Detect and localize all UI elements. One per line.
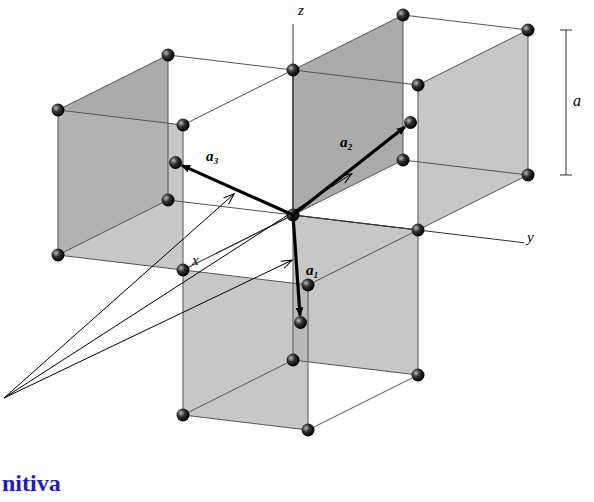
pointer-arrow xyxy=(4,194,234,398)
vector-label: a₃ xyxy=(206,148,219,165)
cube-face xyxy=(183,270,308,430)
axis-label: x xyxy=(192,252,199,269)
cube-edge xyxy=(308,285,309,430)
cube-face xyxy=(418,30,528,230)
atom xyxy=(177,119,190,132)
pointer-arrow xyxy=(4,260,292,398)
atom xyxy=(52,249,65,262)
cube-edge xyxy=(308,375,418,430)
cube-edge xyxy=(293,360,418,375)
vector-label: a₂ xyxy=(340,134,353,151)
cube-edge xyxy=(418,30,528,85)
cube-edge xyxy=(418,85,419,230)
x-axis xyxy=(216,215,293,254)
cube-edge xyxy=(403,160,528,175)
atom xyxy=(404,116,417,129)
cube-face xyxy=(293,215,418,375)
atom xyxy=(397,9,410,22)
atom xyxy=(302,279,315,292)
primitive-vector xyxy=(293,127,405,215)
y-axis xyxy=(293,215,524,243)
axis-label: z xyxy=(298,2,304,19)
atom xyxy=(294,316,307,329)
cube-edge xyxy=(58,110,183,125)
atom xyxy=(522,169,535,182)
caption-fragment: nitiva xyxy=(2,470,61,497)
cube-edge xyxy=(183,215,293,270)
cube-edge xyxy=(168,55,293,70)
cube-edge xyxy=(58,200,168,255)
cube-edge xyxy=(528,30,529,175)
dimension-label: a xyxy=(573,92,581,110)
dimension-line xyxy=(566,30,567,175)
cube-edge xyxy=(308,230,418,285)
cube-edge xyxy=(183,70,293,125)
cube-edge xyxy=(58,110,59,255)
z-axis xyxy=(293,24,294,215)
dimension-tick xyxy=(560,175,572,176)
primitive-vector xyxy=(182,165,293,215)
cube-face xyxy=(293,15,403,215)
cube-edge xyxy=(403,15,404,160)
atom xyxy=(162,49,175,62)
cube-edge xyxy=(58,255,183,270)
cube-edge xyxy=(403,15,528,30)
dimension-tick xyxy=(560,30,572,31)
cube-edge xyxy=(293,15,403,70)
atom xyxy=(412,369,425,382)
cube-edge xyxy=(58,55,168,110)
cube-edge xyxy=(183,270,184,415)
axis-label: y xyxy=(527,229,534,246)
vector-label: a₁ xyxy=(306,262,319,279)
atom xyxy=(412,224,425,237)
cube-edge xyxy=(183,125,184,270)
atom xyxy=(302,424,315,437)
atom xyxy=(52,104,65,117)
atom xyxy=(169,156,182,169)
atom xyxy=(177,264,190,277)
pointer-arrow xyxy=(4,174,352,398)
atom xyxy=(397,154,410,167)
atom xyxy=(522,24,535,37)
atom xyxy=(412,79,425,92)
cube-edge xyxy=(293,70,418,85)
cube-edge xyxy=(168,55,169,200)
cube-edge xyxy=(183,215,293,270)
cube-edge xyxy=(418,175,528,230)
atom xyxy=(177,409,190,422)
atom xyxy=(287,354,300,367)
cube-edge xyxy=(183,360,293,415)
cube-edge xyxy=(183,415,308,430)
atom xyxy=(162,194,175,207)
atom xyxy=(287,64,300,77)
primitive-vector xyxy=(293,215,300,316)
cube-edge xyxy=(293,160,403,215)
cube-face xyxy=(58,110,183,270)
cube-edge xyxy=(418,230,419,375)
